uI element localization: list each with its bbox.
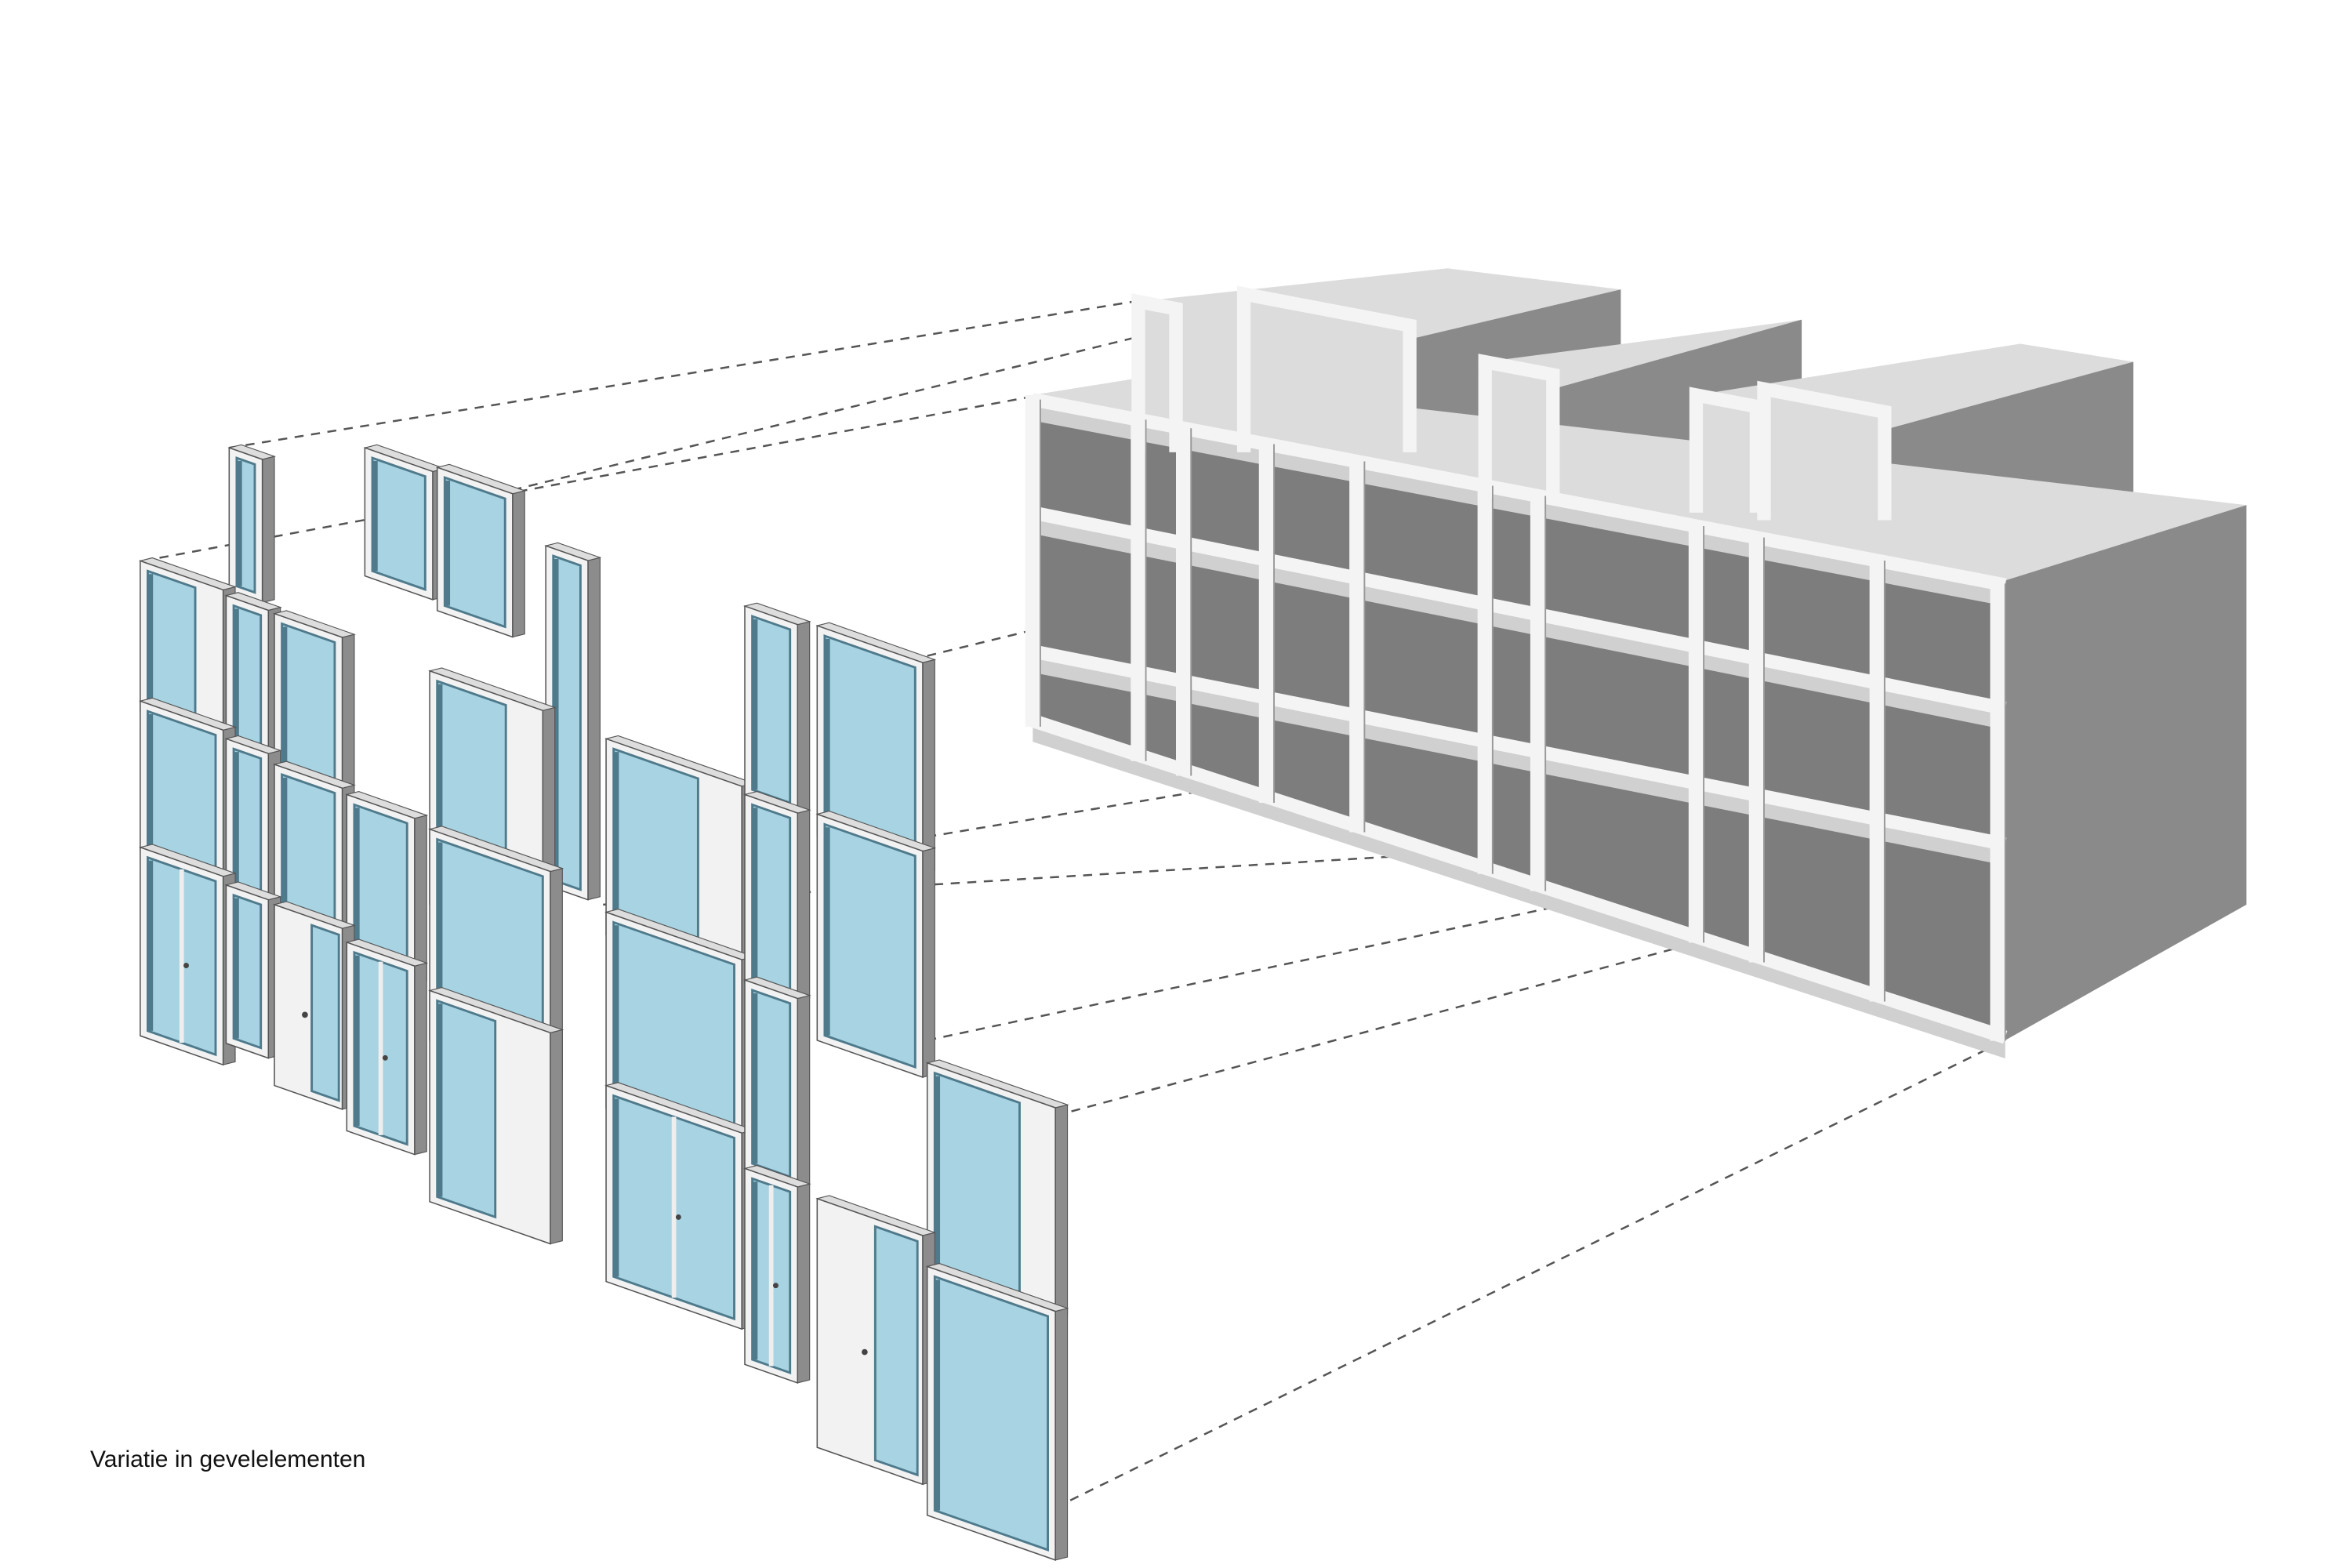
upper-frame (1478, 354, 1560, 498)
glass-pane (751, 615, 792, 805)
panel-side (797, 809, 811, 1003)
glass-pane (873, 1225, 919, 1477)
door-panel (815, 1195, 937, 1486)
door-panel (345, 938, 429, 1156)
projection-dashed-line (143, 394, 1041, 562)
panel-side (512, 490, 525, 638)
upper-frame (1131, 293, 1183, 452)
building-structure (1025, 268, 2247, 1058)
upper-frame (1689, 387, 1764, 513)
glass-pane (371, 456, 426, 591)
floor-beam (1031, 644, 2007, 851)
window-panel (345, 791, 429, 985)
window-panel (363, 444, 447, 601)
glass-pane (933, 1071, 1021, 1301)
window-panel (544, 542, 602, 901)
panel-side (797, 994, 811, 1188)
door-panel (272, 901, 356, 1110)
window-panel (815, 622, 937, 875)
panel-side (414, 962, 427, 1156)
building-end-wall (2005, 505, 2247, 1040)
panel-side (922, 847, 935, 1078)
projection-dashed-line (512, 308, 1252, 492)
panel-side (550, 1029, 563, 1245)
window-panel (815, 811, 937, 1079)
projection-dashed-line (229, 300, 1134, 449)
projection-dashed-line (1054, 1039, 2006, 1509)
window-panel (435, 463, 527, 638)
panel-side (341, 633, 355, 797)
window-panel (224, 881, 282, 1059)
window-panel (742, 976, 811, 1189)
glass-pane (310, 924, 340, 1102)
glass-pane (232, 893, 263, 1050)
door-handle-icon (862, 1348, 868, 1356)
glass-pane (281, 622, 336, 787)
door-panel (138, 844, 238, 1066)
panel-side (797, 1183, 811, 1384)
panel-side (414, 815, 427, 985)
window-panel (272, 610, 356, 797)
panel-side (587, 557, 601, 901)
door-handle-icon (772, 1283, 779, 1289)
panel-side (797, 621, 811, 814)
window-panel (428, 987, 564, 1245)
upper-frame (1757, 380, 1892, 521)
window-panel (925, 1059, 1069, 1320)
glass-pane (751, 803, 792, 993)
door-panel (742, 1164, 811, 1385)
glass-pane (443, 476, 506, 629)
panel-side (922, 659, 935, 875)
projection-dashed-line (603, 851, 1471, 906)
window-panel (224, 592, 282, 762)
panel-side (1054, 1104, 1069, 1319)
floor-beam (1031, 393, 2007, 592)
diagram-caption: Variatie in gevelelementen (90, 1446, 366, 1472)
door-handle-icon (183, 963, 189, 968)
window-panel (742, 602, 811, 815)
door-handle-icon (675, 1214, 681, 1220)
door-handle-icon (302, 1011, 308, 1018)
glass-pane (823, 822, 916, 1069)
panel-side (1054, 1308, 1069, 1561)
door-handle-icon (382, 1054, 388, 1061)
facade-panels (138, 444, 1069, 1561)
glass-pane (751, 988, 792, 1178)
window-panel (925, 1262, 1069, 1561)
window-panel (742, 791, 811, 1003)
upper-frame (1236, 285, 1417, 452)
floor-beam (1031, 506, 2007, 716)
glass-pane (436, 999, 497, 1219)
glass-pane (933, 1275, 1049, 1552)
window-panel (227, 444, 277, 604)
panel-side (262, 456, 275, 604)
floor-beam (1030, 714, 2008, 1044)
roof-surface (1033, 376, 2247, 581)
